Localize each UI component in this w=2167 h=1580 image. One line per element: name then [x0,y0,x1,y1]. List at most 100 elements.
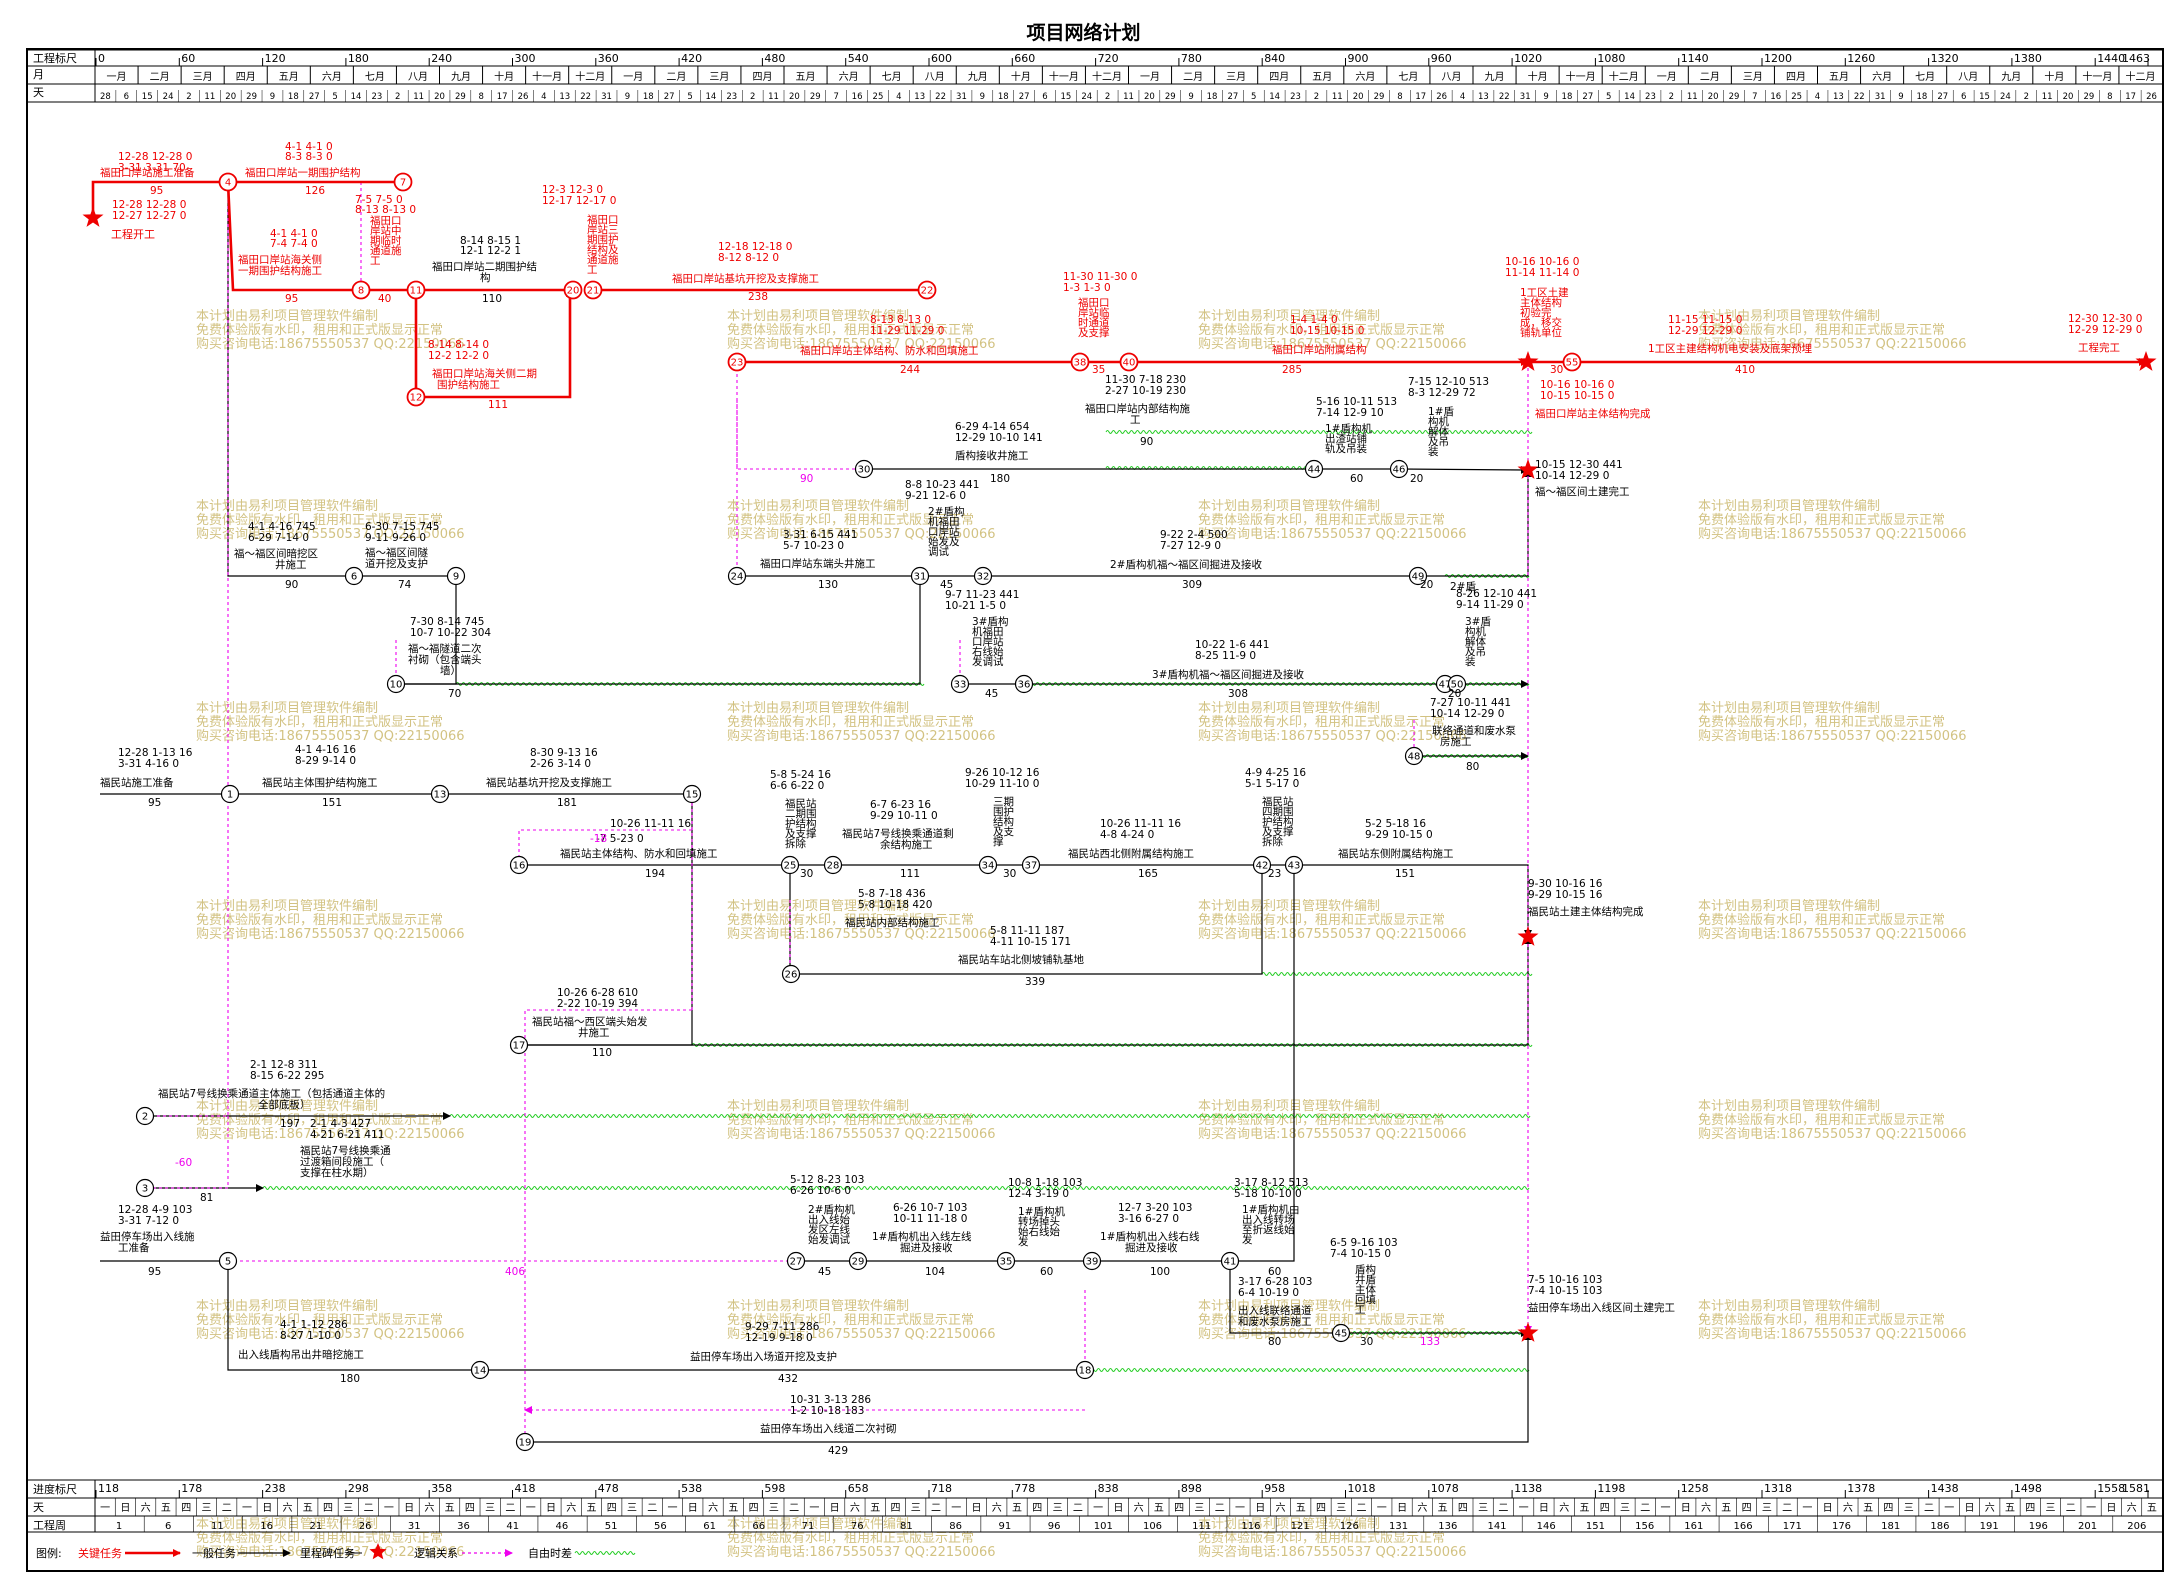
weekday-label: 二 [505,1503,515,1514]
node-15 [682,784,702,804]
footer-row-label: 进度标尺 [33,1482,77,1496]
week-label: 76 [851,1521,864,1532]
day-label: 29 [810,92,821,102]
node-label: 43 [1288,861,1301,872]
weekday-label: 日 [972,1503,982,1514]
node-31 [910,566,930,586]
progress-tick-label: 958 [1264,1482,1285,1495]
weekday-label: 六 [424,1502,434,1514]
scale-tick-label: 360 [598,52,619,65]
weekday-label: 五 [2005,1503,2015,1514]
activity-label: 12-27 12-27 0 [112,210,186,222]
day-label: 20 [434,92,445,102]
day-label: 16 [852,92,863,102]
activity-label: 60 [1040,1266,1053,1278]
weekday-label: 日 [1964,1503,1974,1514]
week-label: 86 [949,1521,962,1532]
month-label: 三月 [1226,71,1246,83]
activity-label: 8-27 1-10 0 [280,1330,341,1342]
weekday-label: 六 [1417,1502,1427,1514]
activity-label: 126 [305,185,325,197]
activity-label: 福田口岸站基坑开挖及支撑施工 [672,272,819,285]
month-label: 十一月 [1566,70,1596,83]
activity-label: 衬砌（包含端头 [408,653,482,666]
weekday-label: 日 [688,1503,698,1514]
activity-label: 70 [448,688,461,700]
node-label: 45 [1335,1329,1348,1340]
activity-label: -7 5-23 0 [596,833,644,845]
weekday-label: 一 [526,1503,536,1514]
activity-label: 余结构施工 [880,838,933,851]
activity-label: 福民站 [785,797,817,810]
activity-label: 道开挖及支护 [365,557,428,570]
week-label: 26 [359,1521,372,1532]
activity-label: 90 [800,473,813,485]
activity-label: 11-15 11-15 0 [1668,314,1742,326]
watermark-text: 免费体验版有水印，租用和正式版显示正常 [196,1312,443,1328]
day-label: 25 [1791,92,1802,102]
milestone-star [1517,926,1539,946]
watermark-text: 本计划由易利项目管理软件编制 [196,1099,378,1114]
activity-line [1229,1261,1342,1337]
activity-label: 福～福区间隧 [365,546,428,559]
day-label: 5 [1606,92,1611,102]
month-label: 二月 [150,71,170,83]
node-2 [135,1106,155,1126]
progress-tick-label: 658 [848,1482,869,1495]
legend-logic-label: 逻辑关系 [414,1546,458,1560]
month-label: 二月 [1183,71,1203,83]
weekday-label: 三 [1904,1503,1914,1514]
activity-label: 及支撑 [1078,326,1110,339]
watermark-text: 本计划由易利项目管理软件编制 [1198,499,1380,514]
activity-label: 12-7 3-20 103 [1118,1202,1192,1214]
watermark-text: 免费体验版有水印，租用和正式版显示正常 [1198,1530,1445,1546]
activity-label: 全部底板） [258,1098,311,1111]
day-label: 18 [643,92,654,102]
activity-label: 10-16 10-16 0 [1540,379,1614,391]
node-label: 6 [351,572,357,583]
watermark-text: 购买咨询电话:18675550537 QQ:22150066 [1698,728,1967,744]
weekday-label: 六 [992,1502,1002,1514]
activity-label: 3-16 6-27 0 [1118,1213,1179,1225]
activity-label: 11-14 11-14 0 [1505,267,1579,279]
day-label: 11 [413,92,424,102]
activity-label: 12-17 12-17 0 [542,195,616,207]
node-label: 16 [513,861,526,872]
node-14 [470,1360,490,1380]
activity-label: 期围护 [587,233,619,246]
activity-label: 掘进及接收 [900,1241,953,1254]
activity-label: 3-31 7-12 0 [118,1215,179,1227]
day-label: 9 [1543,92,1548,102]
week-label: 16 [260,1521,273,1532]
activity-label: 8-3 12-29 72 [1408,387,1476,399]
node-label: 50 [1451,680,1464,691]
week-label: 191 [1980,1521,1999,1532]
activity-label: 4-8 4-24 0 [1100,829,1154,841]
watermark-text: 购买咨询电话:18675550537 QQ:22150066 [196,926,465,942]
day-label: 11 [1123,92,1134,102]
activity-label: 10-29 11-10 0 [965,778,1039,790]
week-label: 136 [1438,1521,1457,1532]
node-label: 10 [390,680,403,691]
node-10 [386,674,406,694]
activity-label: 2-22 10-19 394 [557,998,638,1010]
month-label: 一月 [1657,71,1677,83]
activity-label: 12-19 9-18 0 [745,1332,813,1344]
activity-label: 益田停车场出入线区间土建完工 [1528,1301,1675,1314]
node-3 [135,1178,155,1198]
weekday-label: 三 [769,1503,779,1514]
weekday-label: 一 [951,1503,961,1514]
activity-label: 11-29 11-29 0 [870,325,944,337]
activity-label: 45 [985,688,998,700]
activity-label: 福民站7号线换乘通道主体施工（包括通道主体的 [158,1087,385,1100]
activity-label: 及吊 [1428,436,1449,448]
activity-label: 60 [1350,473,1363,485]
progress-tick-label: 478 [598,1482,619,1495]
activity-label: 铺轨单位 [1520,326,1562,339]
week-label: 81 [900,1521,913,1532]
day-label: 14 [1269,92,1280,102]
activity-line [1294,864,1532,938]
node-55 [1562,352,1582,372]
day-label: 29 [455,92,466,102]
activity-label: -18 [590,833,607,845]
